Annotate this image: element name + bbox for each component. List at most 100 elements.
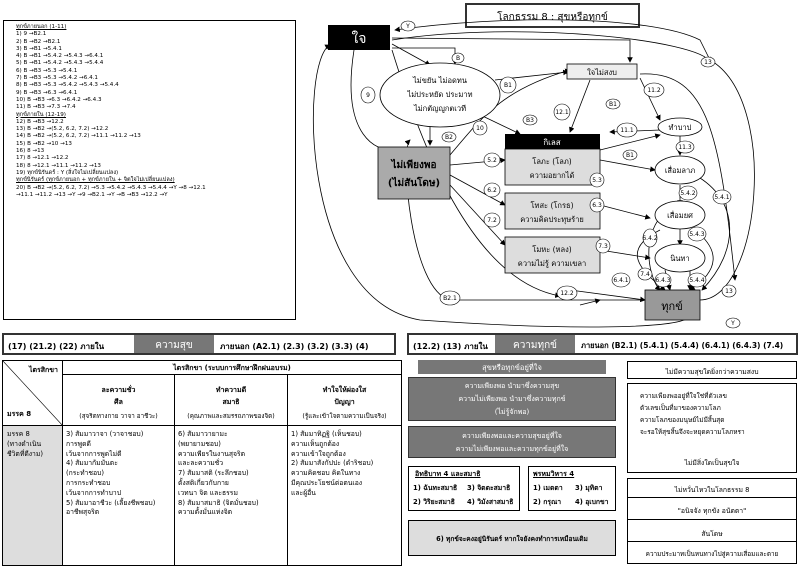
col3-h2: ปัญญา (334, 398, 355, 406)
node-text-line: ความอยากได้ (530, 171, 575, 180)
decline-wealth-node (654, 155, 706, 185)
label-5-4-4: 5.4.4 (689, 277, 704, 284)
page-title-box: โลกธรรม 8 : สุขหรือทุกข์ (465, 3, 640, 28)
label-6-4-3: 6.4.3 (655, 277, 670, 284)
iddhipada-title: อิทธิบาท 4 และสมาธิ (415, 470, 481, 478)
table-cell-line: 1) สัมมาทิฏฐิ (เห็นชอบ) (291, 430, 362, 438)
legend-section-title: ทุกข์ภายใน (12-19) (16, 111, 66, 118)
node-text-line: โลภะ (โลภ) (532, 157, 571, 166)
moha-node (504, 236, 601, 274)
peace-label: ไม่มีความสุขใดยิ่งกว่าความสงบ (665, 368, 759, 376)
legend-path-item: 13) B →B2 →(5.2, 6.2, 7.2) →12.2 (16, 126, 109, 133)
training-table: ไตรสิกขา มรรค 8 ไตรสิกขา (ระบบการศึกษาฝึ… (2, 360, 402, 566)
label-B2: B2 (445, 134, 453, 141)
table-cell-line: 5) สัมมาอาชีวะ (เลี้ยงชีพชอบ) (66, 498, 156, 507)
label-B1-c: B1 (626, 152, 634, 159)
legend-path-item: 7) B →B3 →5.3 →5.4.2 →6.4.1 (16, 75, 98, 82)
table-cell-line: 8) สัมมาสมาธิ (จิตมั่นชอบ) (178, 498, 259, 507)
node-text-line: ความคิดประทุษร้าย (520, 215, 584, 224)
table-cell-line: ความเข้าใจถูกต้อง (291, 449, 346, 458)
legend-section-list: 20) B →B2 →(5.2, 6.2, 7.2) →5.3 →5.4.2 →… (16, 185, 295, 200)
table-cell-line: อาชีพสุจริต (66, 508, 100, 517)
blame-node (654, 243, 706, 273)
three-marks-label: "อนิจจัง ทุกขัง อนัตตา" (677, 507, 747, 515)
table-cell-line: เวทนา จิต และธรรม (178, 488, 238, 497)
column-2-body: 6) สัมมาวายามะ (พยายามชอบ) ความเพียรในงา… (175, 426, 288, 565)
happiness-outer: ภายนอก (A2.1) (2.3) (3.2) (3.3) (4) (220, 342, 369, 351)
table-cell-line: ความตั้งมั่นแห่งจิต (178, 508, 233, 517)
label-6-2: 6.2 (487, 187, 497, 194)
column-1-body: 3) สัมมาวาจา (วาจาชอบ) การพูดดี เว้นจากก… (63, 426, 175, 565)
legend-section-title: ทุกข์ภายนอก (1-11) (16, 24, 67, 30)
row-label-line: (ทางดำเนิน (7, 439, 42, 448)
label-9: 9 (366, 92, 370, 99)
label-13-bottom: 13 (725, 288, 733, 295)
label-B2-1: B2.1 (443, 295, 457, 302)
eternal-suffering-box: 6) ทุกข์จะคงอยู่นิรันดร์ หากใจยังคงทำการ… (408, 520, 616, 556)
legend-path-item: 20) B →B2 →(5.2, 6.2, 7.2) →5.3 →5.4.2 →… (16, 184, 206, 191)
table-cell-line: ความคิดชอบ คิดในทาง (291, 469, 361, 478)
legend-path-item: 11) B →B3 →7.3 →7.4 (16, 104, 76, 111)
legend-path-item: 6) B →B3 →5.3 →5.4.1 (16, 67, 78, 74)
sin-label: ทำบาป (669, 123, 692, 132)
legend-path-item: 10) B →B3 →6.3 →6.4.2 →6.4.3 (16, 96, 102, 103)
svg-text:ไม่ขยัน ไม่อดทนไม่ประหยัด ปร: ไม่ขยัน ไม่อดทนไม่ประหยัด ประมาทไม่กตัญญ… (406, 76, 472, 113)
sin-node (657, 117, 703, 137)
decline-rank-label: เสื่อมยศ (667, 210, 693, 220)
label-5-4-3: 5.4.3 (689, 231, 704, 238)
table-cell-line: 7) สัมมาสติ (ระลึกชอบ) (178, 469, 249, 478)
table-cell-line: 6) สัมมาวายามะ (178, 430, 228, 438)
sufficiency-line: (ไม่รู้จักพอ) (494, 408, 530, 416)
happiness-bar: (17) (21.2) (22) ภายใน ความสุข ภายนอก (A… (2, 333, 396, 355)
label-11-2: 11.2 (647, 87, 661, 94)
brahmavihara-item: 3) มุทิตา (575, 484, 603, 492)
table-cell-line: ตั้งสติเกี่ยวกับกาย (178, 478, 229, 487)
legend-path-item: 1) 9 →B2.1 (16, 31, 47, 38)
divider (628, 519, 796, 520)
label-13-top: 13 (704, 59, 712, 66)
iddhipada-item: 4) วิมังสาสมาธิ (467, 498, 514, 506)
iddhipada-box: อิทธิบาท 4 และสมาธิ 1) ฉันทะสมาธิ 3) จิต… (408, 466, 520, 511)
kilesa-label: กิเลส (543, 138, 561, 147)
sufficiency-line: ความไม่เพียงพอ นำมาซึ่งความทุกข์ (458, 395, 566, 403)
sufficiency-note-box: ความเพียงพออยู่ที่ใจใช่ที่ตัวเลขตัวเลขเป… (627, 383, 797, 473)
label-12-2: 12.2 (560, 290, 574, 297)
mind-line: ความไม่เพียงพอและความทุกข์อยู่ที่ใจ (455, 445, 569, 453)
table-cell-line: 4) สัมมากัมมันตะ (66, 459, 118, 468)
legend-path-item: 15) B →B2 →10 →13 (16, 140, 72, 147)
corner-bottom: มรรค 8 (7, 410, 32, 418)
table-cell-line: (พยายามชอบ) (178, 439, 221, 448)
kilesa-header (505, 134, 600, 149)
suffering-node (644, 289, 701, 321)
table-header: ไตรสิกขา (ระบบการศึกษาฝึกฝนอบรม) (63, 361, 401, 375)
label-7-2: 7.2 (487, 217, 497, 224)
label-5-4-1: 5.4.1 (714, 194, 729, 201)
label-10: 10 (476, 125, 484, 132)
column-header-2: ทำความดี สมาธิ (คุณภาพและสมรรถภาพของจิต) (175, 375, 288, 426)
table-cell-line: ความเห็นถูกต้อง (291, 439, 340, 448)
col3-h3: (รู้และเข้าใจตามความเป็นจริง) (302, 413, 387, 420)
table-cell-line: การกระทำชอบ (66, 478, 111, 487)
mind-label: ใจ (351, 30, 366, 47)
label-5-3: 5.3 (592, 177, 602, 184)
label-11-3: 11.3 (678, 144, 692, 151)
iddhipada-item: 3) จิตตะสมาธิ (467, 484, 511, 492)
iddhipada-item: 1) ฉันทะสมาธิ (413, 484, 458, 492)
unrest-node (566, 63, 638, 80)
decline-wealth-label: เสื่อมลาภ (665, 165, 695, 175)
col1-h3: (สุจริตทางกาย วาจา อาชีวะ) (79, 413, 158, 420)
label-5-4-2: 5.4.2 (680, 190, 695, 197)
legend-path-item: 17) 8 →12.1 →12.2 (16, 155, 69, 162)
legend-path-item: 12) B →B3 →12.2 (16, 118, 64, 125)
corner-top: ไตรสิกขา (28, 366, 58, 374)
dharma-box: ไม่หวั่นไหวในโลกธรรม 8 "อนิจจัง ทุกขัง อ… (627, 478, 797, 564)
label-7-4: 7.4 (640, 271, 650, 278)
node-text-line: โมหะ (หลง) (532, 245, 571, 254)
decline-rank-node (654, 200, 706, 230)
table-cell-line: มีคุณประโยชน์ต่อตนเอง (291, 478, 363, 487)
label-12-1: 12.1 (555, 109, 569, 116)
column-header-3: ทำใจให้ผ่องใส ปัญญา (รู้และเข้าใจตามความ… (288, 375, 401, 426)
worldly-dharma-label: ไม่หวั่นไหวในโลกธรรม 8 (674, 486, 750, 494)
